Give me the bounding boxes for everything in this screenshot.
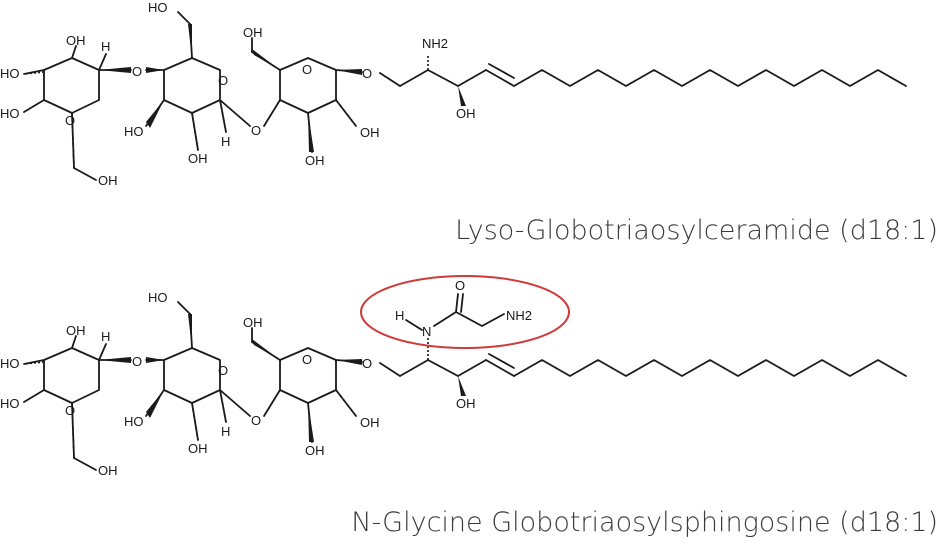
glycine-amine-label: NH2 — [506, 308, 532, 323]
carbonyl-oxygen: O — [455, 278, 465, 293]
amide-h-label: H — [395, 308, 404, 323]
structure-2-caption: N-Glycine Globotriaosylsphingosine (d18:… — [351, 507, 938, 538]
structure-1-caption: Lyso-Globotriaosylceramide (d18:1) — [455, 215, 938, 246]
glycine-highlight-ellipse — [360, 275, 570, 349]
structure-n-glycine-gb3: N H O NH2 — [0, 275, 907, 479]
structure-lyso-gb3: NH2 — [0, 0, 907, 189]
amide-nitrogen: N — [422, 324, 431, 339]
amine-label: NH2 — [422, 36, 448, 51]
